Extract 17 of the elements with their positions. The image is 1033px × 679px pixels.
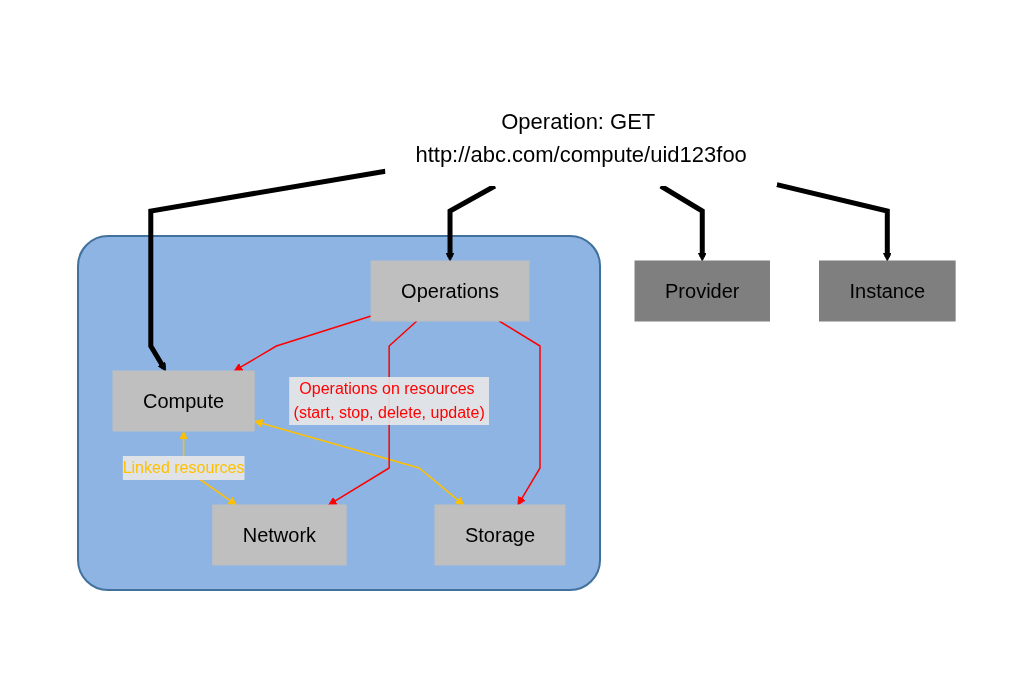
edge-label: Operations on resources (start, stop, delete, update) [293, 379, 485, 421]
arrow [148, 168, 386, 371]
edge-label: Linked resources [122, 458, 245, 476]
node-box: Storage [434, 504, 566, 565]
cluster [76, 234, 601, 591]
node-box: Network [212, 504, 347, 565]
arrow [254, 418, 465, 505]
arrow [498, 319, 541, 505]
node-box: Instance [818, 260, 956, 321]
arrow [659, 183, 707, 261]
node-box: Compute [112, 370, 255, 431]
node-box: Provider [634, 260, 770, 321]
node-text: Operation: GET http://abc.com/compute/uid123foo [415, 108, 747, 167]
arrow [445, 183, 497, 261]
arrow [776, 181, 892, 261]
node-box: Operations [370, 260, 530, 321]
arrow [233, 314, 372, 371]
